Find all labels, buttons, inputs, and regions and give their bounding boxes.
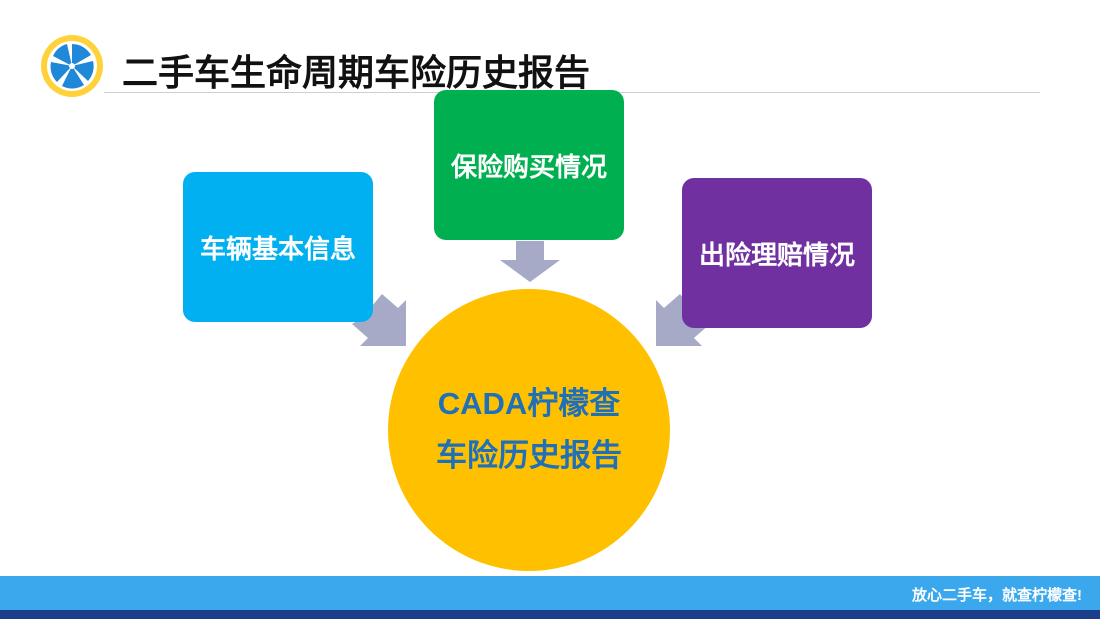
arrow-purchase-to-report — [500, 241, 560, 282]
page-title: 二手车生命周期车险历史报告 — [122, 52, 591, 93]
footer-bar — [0, 576, 1100, 610]
arrow-vehicle-to-report — [352, 294, 406, 346]
node-insurance-purchase-label: 保险购买情况 — [450, 151, 607, 182]
node-report: CADA柠檬查 车险历史报告 — [388, 289, 670, 571]
lemon-slice-icon — [41, 35, 103, 97]
node-report-line2: 车险历史报告 — [436, 438, 622, 473]
node-claims-label: 出险理赔情况 — [698, 239, 855, 270]
node-vehicle-info: 车辆基本信息 — [183, 172, 373, 322]
node-report-line1: CADA柠檬查 — [437, 386, 621, 421]
node-insurance-purchase: 保险购买情况 — [434, 90, 624, 240]
footer-slogan: 放心二手车，就查柠檬查! — [912, 587, 1082, 604]
node-vehicle-info-label: 车辆基本信息 — [199, 233, 356, 264]
node-claims: 出险理赔情况 — [682, 178, 872, 328]
footer-bottom-strip — [0, 610, 1100, 619]
